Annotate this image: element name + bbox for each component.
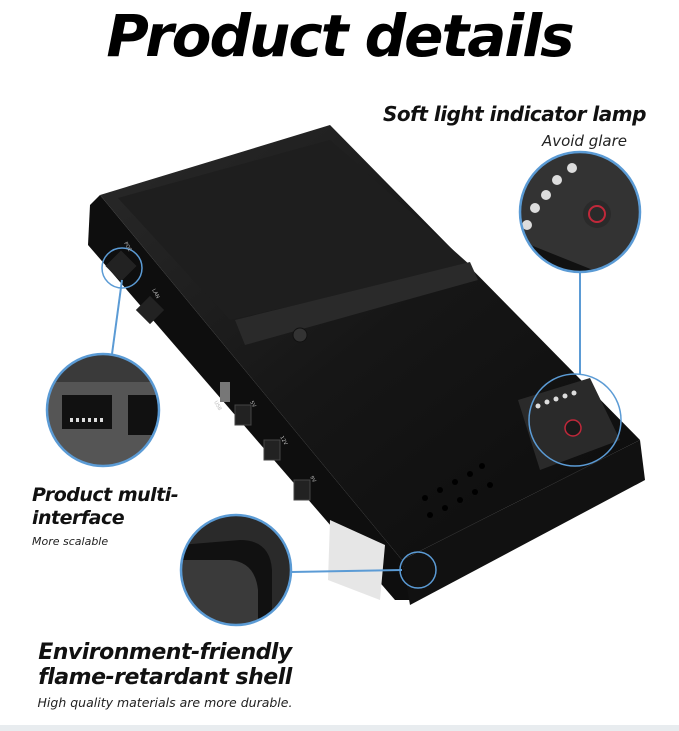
lamp-callout-subtitle: Avoid glare [541,132,627,150]
poe-port [105,250,137,282]
vent-holes [422,463,493,518]
shell-title-line1: Environment-friendly [38,640,292,665]
page-title: Product details [106,2,574,70]
shell-zoom [181,515,291,625]
12v-label: 12V [278,435,288,447]
screw-icon [292,327,308,343]
usb-port [220,382,230,402]
shell-callout-subtitle: High quality materials are more durable. [37,695,293,710]
shell-callout-title: Environment-friendly flame-retardant she… [0,640,330,690]
interface-zoom [47,354,159,466]
shell-title-line2: flame-retardant shell [38,665,292,690]
dc-9v-port [293,479,311,501]
lamp-callout-title: Soft light indicator lamp [383,102,646,126]
poe-label: POE [122,241,132,253]
device-inner-panel [118,140,470,320]
interface-callout-title: Product multi-interface [32,484,179,529]
device-front-face [402,440,645,605]
grip-strip [235,262,478,345]
bottom-divider [0,725,679,731]
interface-callout-subtitle: More scalable [32,535,109,548]
lamp-zoom [520,152,640,272]
led-indicators [535,390,577,409]
device-side-face [88,195,410,600]
power-icon [564,419,582,437]
lan-label: LAN [150,288,160,300]
usb-label: USB [212,400,223,412]
dc-12v-port [263,439,281,461]
dc-5v-port [234,404,252,426]
ac-input-port [328,520,385,600]
9v-label: 9V [308,475,317,484]
5v-label: 5V [248,400,257,409]
